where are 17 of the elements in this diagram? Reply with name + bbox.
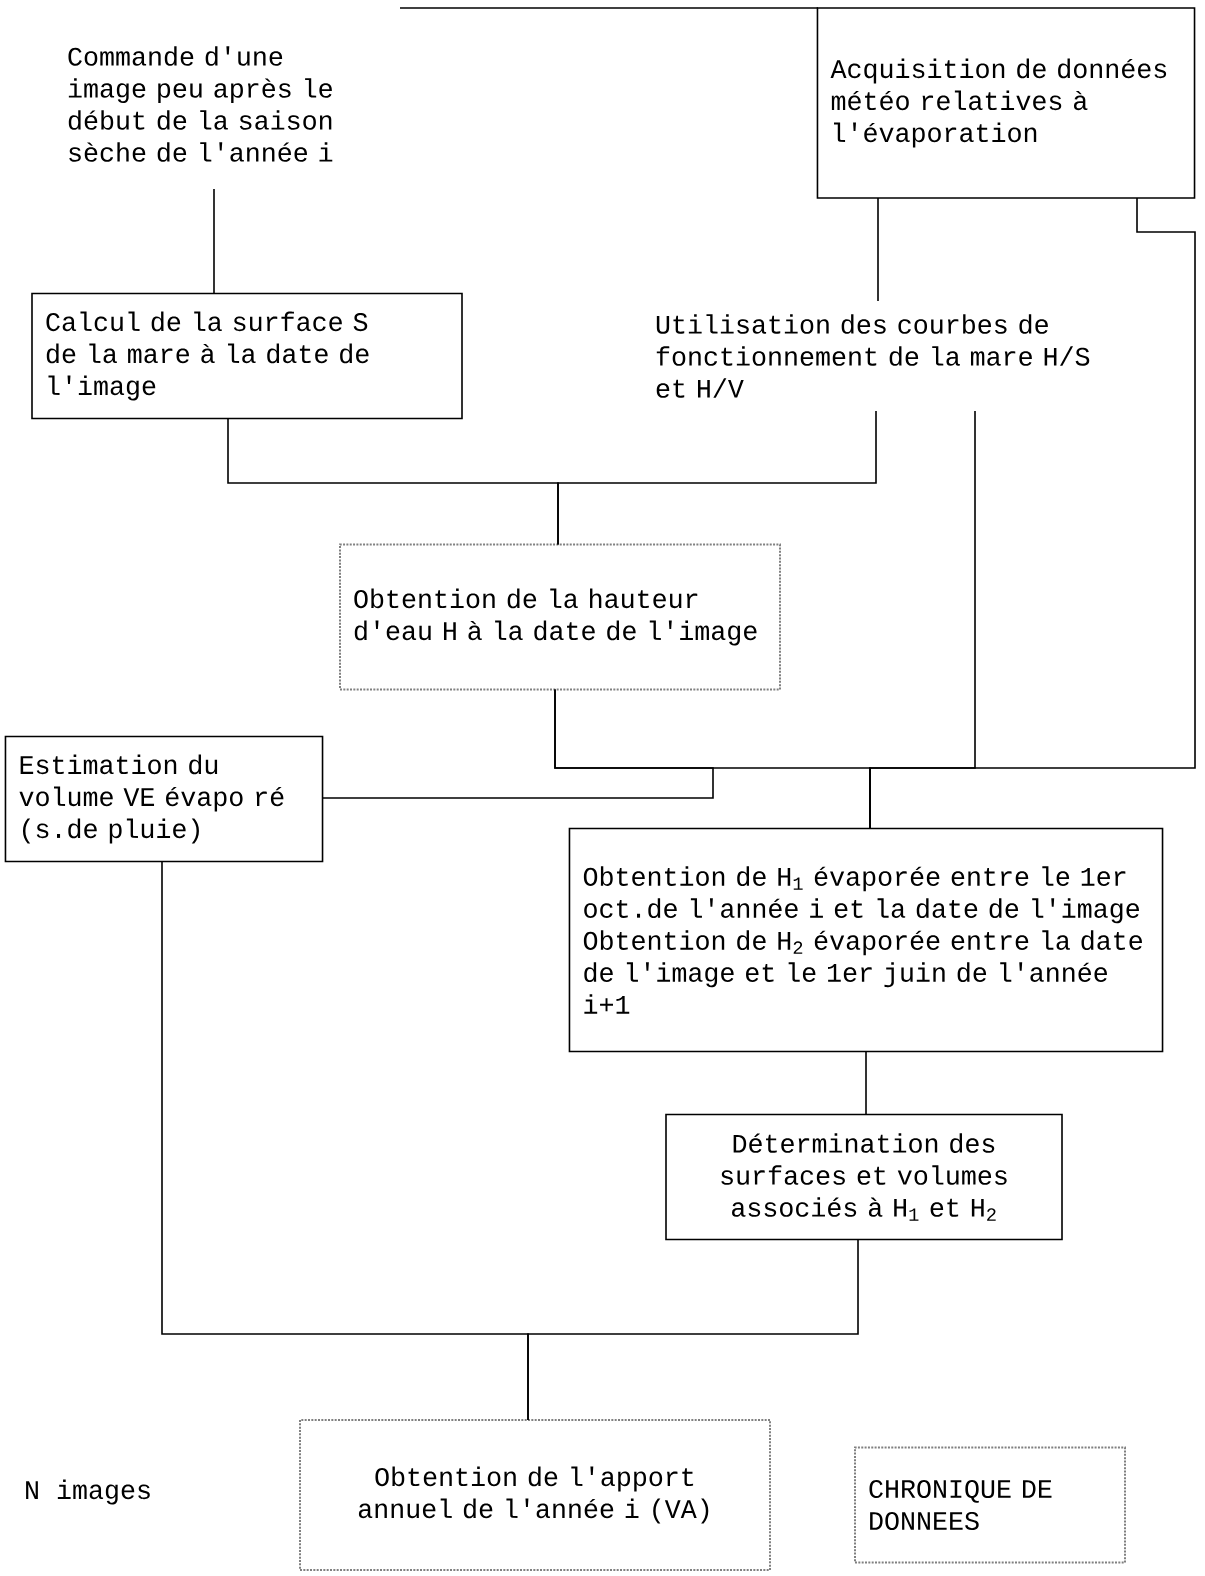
connector-line	[877, 197, 879, 302]
process-box: Calcul de la surface S de la mare à la date de l'image	[31, 292, 463, 420]
stippled-box: Obtention de la hauteur d'eau H à la date de l'image	[339, 543, 781, 691]
note-text: N images	[26, 1479, 150, 1505]
connector-line	[527, 1238, 859, 1421]
process-box: Acquisition de données météo relatives à l'évaporation	[816, 7, 1196, 199]
stippled-box: Obtention de l'apport annuel de l'année i (VA)	[299, 1419, 771, 1571]
process-box: Obtention de H$_{1}$ évaporée entre le 1er oct.de l'année i et la date de l'image Obtention de H$_{2}$ évaporée entre la date de l'image et le 1er juin de l'année i+1	[568, 827, 1164, 1053]
stippled-box: CHRONIQUE DE DONNEES	[854, 1446, 1126, 1564]
process-box: Détermination des surfaces et volumes associés à H$_{1}$ et H$_{2}$	[665, 1113, 1063, 1241]
step-text: Commande d'une image peu après le début de la saison sèche de l'année i	[68, 46, 333, 162]
connector-line	[213, 188, 215, 295]
step-text: Utilisation des courbes de fonctionnement de la mare H/S et H/V	[656, 314, 1090, 398]
connector-line	[865, 1050, 867, 1116]
connector-line	[869, 197, 1196, 830]
connector-line	[557, 410, 877, 546]
process-box: Estimation du volume VE évapo ré (s.de pluie)	[4, 735, 324, 863]
